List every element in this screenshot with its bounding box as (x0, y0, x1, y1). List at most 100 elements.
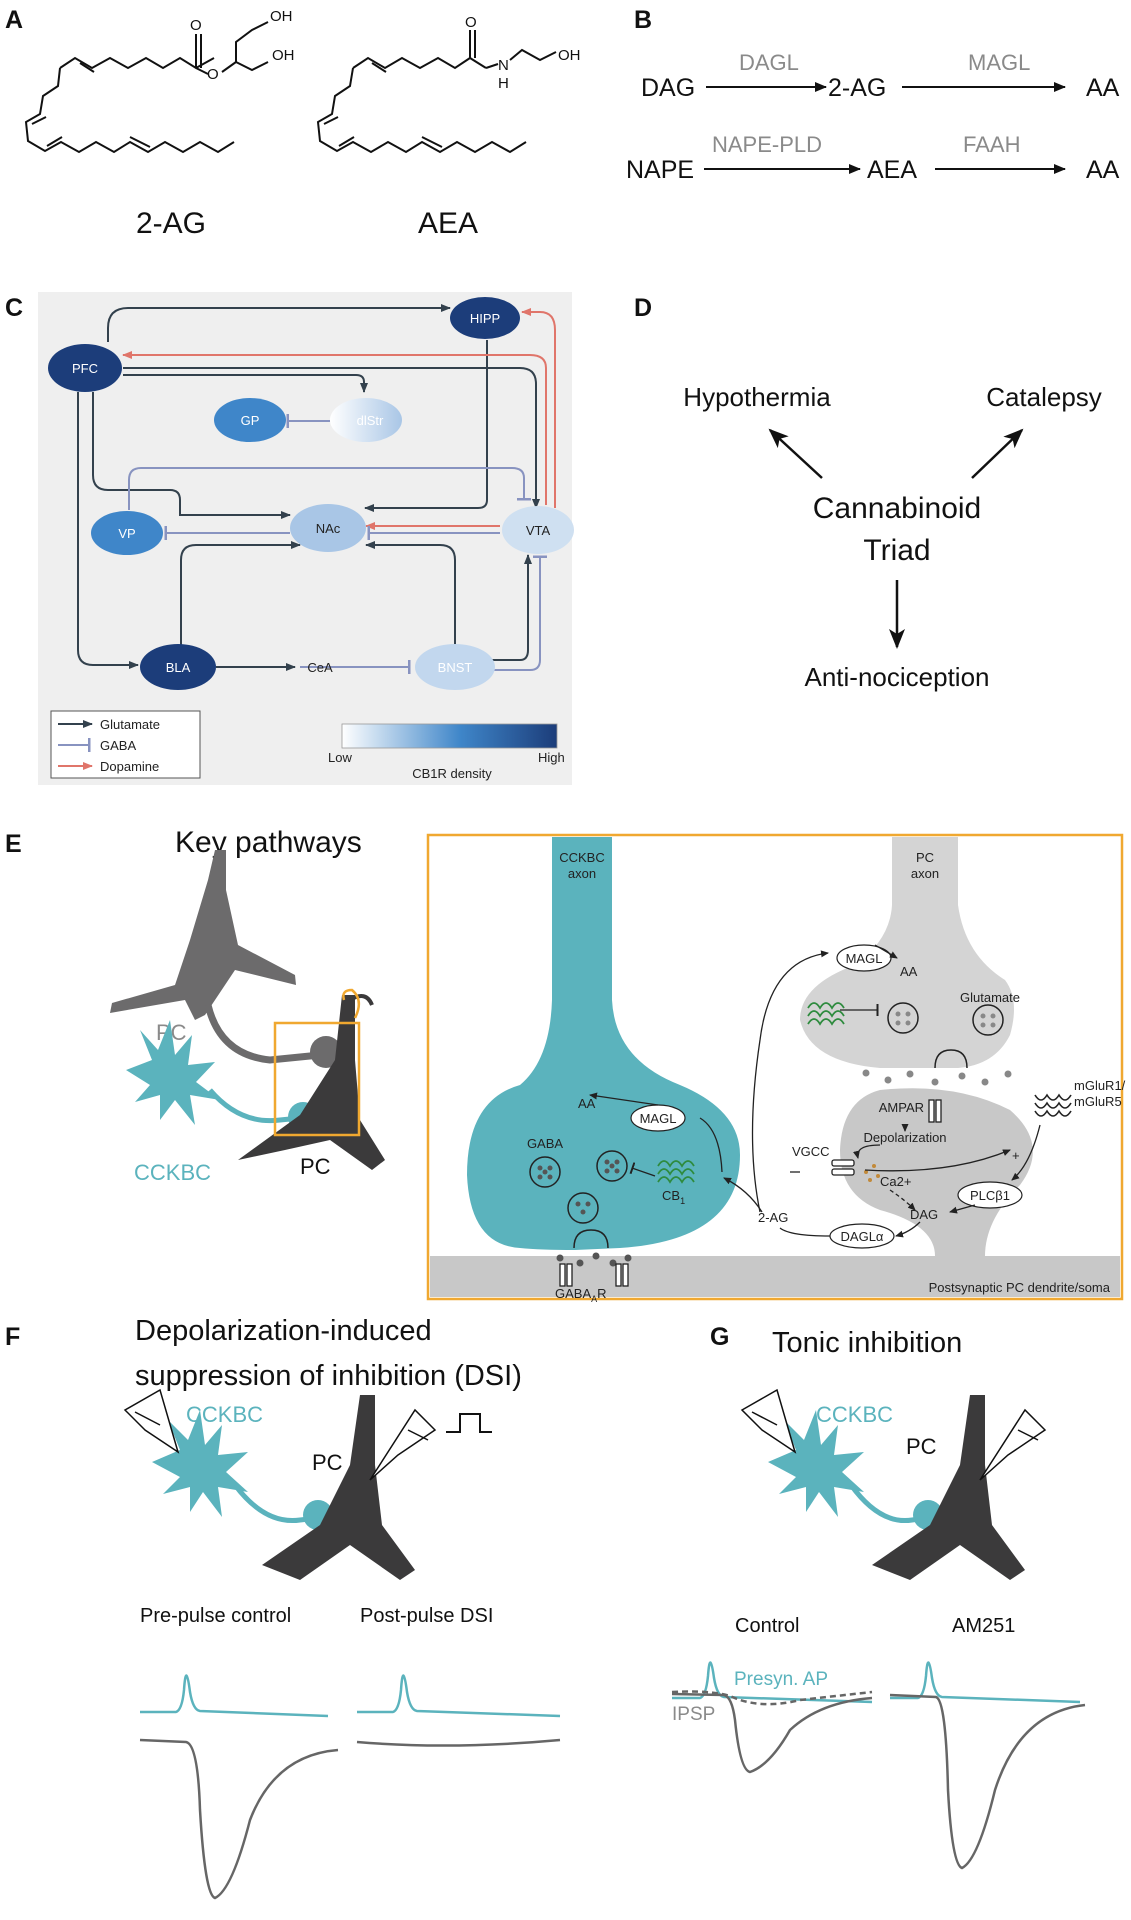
tonic-pc-label: PC (906, 1434, 937, 1459)
node-hipp-shape (450, 297, 520, 339)
cckbc-axon-label-1: CCKBC (559, 850, 605, 865)
glutamate-vesicles (887, 1002, 1004, 1036)
triad-center-line1: Cannabinoid (813, 492, 981, 525)
trace-label-control: Control (735, 1615, 799, 1637)
2ag-label: 2-AG (758, 1210, 788, 1225)
dsi-electrode-right (369, 1408, 437, 1481)
signaling-arrows (589, 944, 1041, 1238)
cckbc-label: CCKBC (134, 1160, 211, 1185)
o-label: O (190, 17, 202, 34)
dag-label: DAG (910, 1207, 938, 1222)
node-bla-shape (140, 644, 216, 690)
dsi-traces (139, 1674, 561, 1900)
node-vp-label: VP (118, 526, 135, 541)
tonic-cckbc-neuron (768, 1410, 864, 1517)
node-nac[interactable]: NAc (290, 504, 366, 552)
node-dlstr[interactable]: dlStr (330, 398, 402, 442)
panel-label-e: E (5, 830, 22, 858)
triad-hypothermia: Hypothermia (683, 382, 831, 412)
panel-label-b: B (634, 6, 652, 34)
legend-glutamate: Glutamate (100, 717, 160, 732)
node-bla[interactable]: BLA (140, 644, 216, 690)
triad-center-line2: Triad (863, 534, 930, 567)
depolarizing-step-icon (446, 1413, 492, 1433)
dsi-electrode-left (123, 1388, 180, 1454)
pathway-aea: AEA (867, 156, 917, 184)
colorbar-label: CB1R density (412, 766, 492, 781)
enzyme-magl: MAGL (968, 50, 1030, 75)
control-dashed-baseline (671, 1690, 873, 1706)
mglur-receptor (1034, 1093, 1072, 1117)
trace-label-am251: AM251 (952, 1615, 1015, 1637)
gaba-vesicles (529, 1150, 628, 1224)
glutamate-label: Glutamate (960, 990, 1020, 1005)
pc-axon-label-1: PC (916, 850, 934, 865)
trace-label-prepulse: Pre-pulse control (140, 1605, 291, 1627)
node-gp[interactable]: GP (214, 398, 286, 442)
aa-left-label: AA (578, 1096, 596, 1111)
cckbc-neuron (126, 1020, 220, 1125)
pc-bouton (310, 1036, 342, 1068)
postsynaptic-spine (840, 1088, 1033, 1256)
triad-arrow (971, 428, 1024, 479)
node-bnst-shape (415, 644, 495, 690)
plus-sign: + (1012, 1148, 1020, 1163)
triad-anti-nociception: Anti-nociception (805, 662, 990, 692)
dsi-cckbc-axon (233, 1483, 319, 1524)
enzyme-faah: FAAH (963, 132, 1020, 157)
pc-neuron-top (110, 850, 296, 1020)
panel-label-c: C (5, 294, 23, 322)
triad-catalepsy: Catalepsy (986, 382, 1102, 412)
node-vta[interactable]: VTA (502, 506, 574, 554)
dsi-title-line2: suppression of inhibition (DSI) (135, 1360, 522, 1392)
vgcc-channel (831, 1159, 855, 1176)
pathway-dag: DAG (641, 74, 695, 102)
pathway-nape: NAPE (626, 156, 694, 184)
cb1r-colorbar: Low High CB1R density (328, 723, 565, 781)
zoom-box (273, 1021, 361, 1137)
molecule-name-2ag: 2-AG (136, 207, 206, 240)
depolarization-label: Depolarization (863, 1130, 946, 1145)
ca-label: Ca2+ (880, 1174, 911, 1189)
am251-presynaptic-trace (890, 1661, 1081, 1704)
plc-label: PLCβ1 (970, 1188, 1010, 1203)
tonic-electrode-left (740, 1388, 797, 1454)
molecule-2ag-structure (24, 21, 269, 154)
vgcc-label: VGCC (792, 1144, 830, 1159)
enzyme-dagl: DAGL (739, 50, 799, 75)
dsi-cckbc-label: CCKBC (186, 1402, 263, 1427)
oh-label: OH (272, 47, 295, 64)
o-label: O (465, 14, 477, 31)
pathway-aa: AA (1086, 156, 1120, 184)
pc-bottom-label: PC (300, 1154, 331, 1179)
node-vp[interactable]: VP (91, 511, 163, 555)
node-bnst[interactable]: BNST (415, 644, 495, 690)
node-pfc[interactable]: PFC (48, 344, 122, 392)
pc-axon (204, 1004, 321, 1064)
n-label: N (498, 57, 509, 74)
dsi-cckbc-neuron (152, 1410, 248, 1517)
node-vta-shape (502, 506, 574, 554)
legend-dopamine: Dopamine (100, 759, 159, 774)
node-cea-label: CeA (307, 660, 333, 675)
colorbar-high: High (538, 750, 565, 765)
postpulse-ipsp-trace (356, 1738, 561, 1747)
presyn-ap-label: Presyn. AP (734, 1669, 828, 1690)
cckbc-axon-terminal (467, 837, 740, 1250)
mglur5-label: mGluR5 (1074, 1094, 1122, 1109)
dsi-title-line1: Depolarization-induced (135, 1315, 432, 1347)
cb1-receptor-right (807, 1002, 845, 1026)
dagl-label: DAGLα (841, 1229, 884, 1244)
calcium-dots (864, 1164, 880, 1182)
node-gp-label: GP (241, 413, 260, 428)
glutamate-release-site (934, 1049, 968, 1069)
oh-label: OH (270, 8, 293, 25)
node-hipp[interactable]: HIPP (450, 297, 520, 339)
node-nac-label: NAc (316, 521, 341, 536)
postpulse-presynaptic-trace (357, 1674, 561, 1718)
gabaa-receptors (559, 1263, 629, 1287)
h-label: H (498, 75, 509, 92)
node-pfc-shape (48, 344, 122, 392)
o-label: O (207, 66, 219, 83)
molecule-aea-structure (316, 30, 557, 154)
